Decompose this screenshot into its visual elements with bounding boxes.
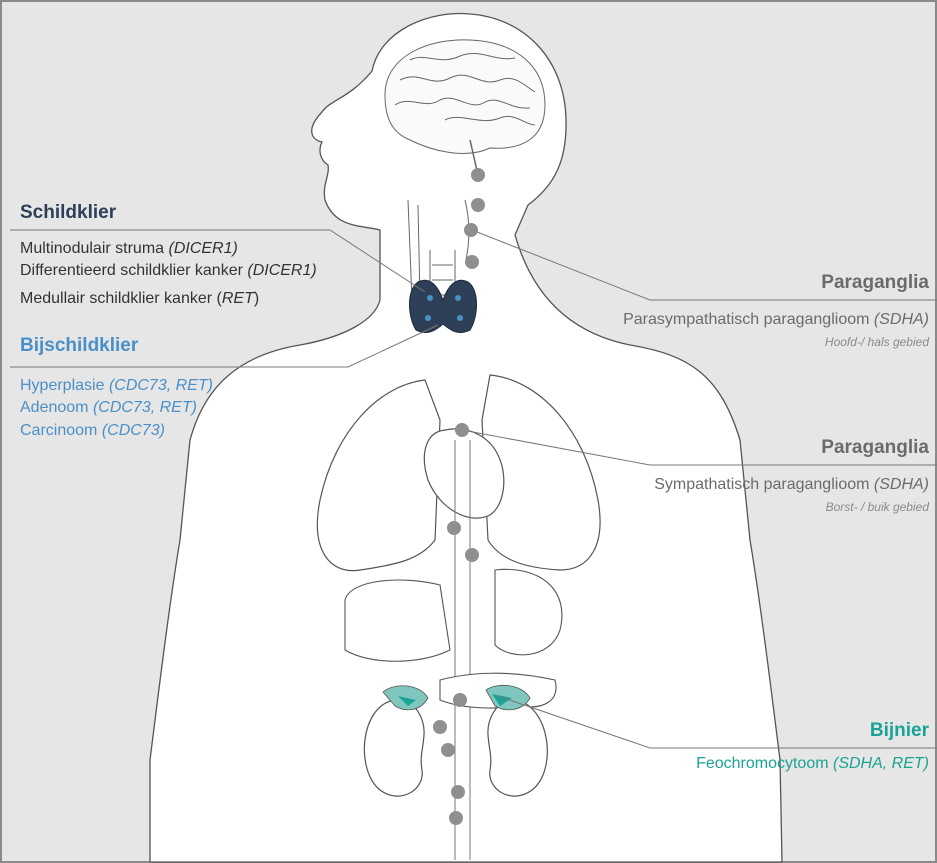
paraganglion-dot: [471, 168, 485, 182]
bijschildklier-item: Adenoom (CDC73, RET): [20, 397, 197, 418]
paraganglion-dot: [465, 255, 479, 269]
schildklier-heading: Schildklier: [20, 202, 116, 224]
schildklier-item: Differentieerd schildklier kanker (DICER…: [20, 260, 317, 281]
paraganglion-dot: [449, 811, 463, 825]
paraganglion-dot: [451, 785, 465, 799]
paraganglion-dot: [447, 521, 461, 535]
paraganglion-dot: [465, 548, 479, 562]
bijnier-item: Feochromocytoom (SDHA, RET): [696, 753, 929, 774]
paraganglia-chest-item: Sympathatisch paraganglioom (SDHA): [654, 474, 929, 495]
paraganglion-dot: [464, 223, 478, 237]
bijnier-heading: Bijnier: [870, 720, 929, 742]
bijschildklier-item: Hyperplasie (CDC73, RET): [20, 375, 213, 396]
schildklier-item: Multinodulair struma (DICER1): [20, 238, 238, 259]
paraganglia-head-item: Parasympathatisch paraganglioom (SDHA): [623, 309, 929, 330]
paraganglion-dot: [471, 198, 485, 212]
paraganglia-head-heading: Paraganglia: [821, 272, 929, 294]
paraganglion-dot: [453, 693, 467, 707]
bijschildklier-item: Carcinoom (CDC73): [20, 420, 165, 441]
paraganglia-chest-region: Borst- / buik gebied: [826, 500, 929, 514]
paraganglia-head-region: Hoofd-/ hals gebied: [825, 335, 929, 349]
paraganglion-dot: [433, 720, 447, 734]
bijschildklier-heading: Bijschildklier: [20, 335, 138, 357]
paraganglion-dot: [455, 423, 469, 437]
schildklier-item: Medullair schildklier kanker (RET): [20, 288, 259, 309]
paraganglia-chest-heading: Paraganglia: [821, 437, 929, 459]
paraganglion-dot: [441, 743, 455, 757]
